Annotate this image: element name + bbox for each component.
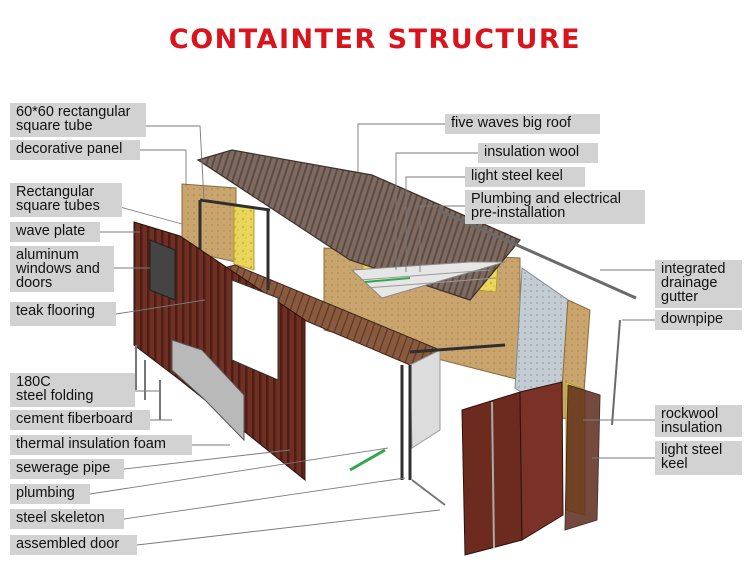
- label-insulation-wool: insulation wool: [478, 143, 598, 163]
- label-60x60-rectangular-square-tube: 60*60 rectangular square tube: [10, 103, 146, 137]
- side-wall: [133, 221, 306, 482]
- label-downpipe: downpipe: [655, 310, 742, 330]
- label-decorative-panel: decorative panel: [10, 140, 140, 160]
- label-teak-flooring: teak flooring: [10, 302, 116, 326]
- label-integrated-drainage-gutter: integrated drainage gutter: [655, 260, 742, 308]
- label-rockwool-insulation: rockwool insulation: [655, 405, 742, 437]
- label-cement-fiberboard: cement fiberboard: [10, 410, 150, 430]
- label-180c-steel-folding: 180C steel folding: [10, 373, 135, 407]
- container-doors: [461, 381, 601, 556]
- label-assembled-door: assembled door: [10, 535, 137, 555]
- label-aluminum-windows-and-doors: aluminum windows and doors: [10, 246, 114, 292]
- label-five-waves-big-roof: five waves big roof: [445, 114, 600, 134]
- label-rectangular-square-tubes: Rectangular square tubes: [10, 183, 122, 217]
- pipes: [135, 345, 446, 506]
- drainage-gutter: [437, 208, 637, 426]
- label-plumbing-and-electrical-pre-installation: Plumbing and electrical pre-installation: [465, 190, 645, 224]
- label-wave-plate: wave plate: [10, 222, 100, 242]
- page-title: CONTAINTER STRUCTURE: [168, 24, 582, 55]
- label-steel-skeleton: steel skeleton: [10, 509, 124, 529]
- label-light-steel-keel: light steel keel: [465, 167, 585, 187]
- label-light-steel-keel-door: light steel keel: [655, 441, 742, 475]
- label-thermal-insulation-foam: thermal insulation foam: [10, 435, 192, 455]
- steel-frame: [198, 198, 506, 480]
- light-steel-keel-frame: [350, 261, 506, 299]
- label-sewerage-pipe: sewerage pipe: [10, 459, 124, 479]
- label-plumbing: plumbing: [10, 484, 90, 504]
- leader-lines: [89, 123, 655, 546]
- roof: [196, 149, 521, 301]
